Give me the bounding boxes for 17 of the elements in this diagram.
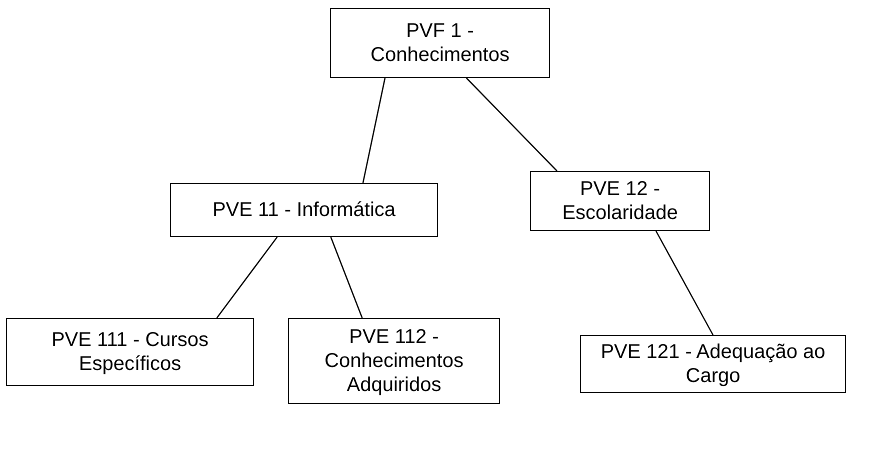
connector-line xyxy=(216,236,278,318)
connector-line xyxy=(330,236,363,318)
connector-line xyxy=(655,230,714,336)
process-box xyxy=(6,318,254,386)
process-box xyxy=(530,171,710,231)
node-label: PVF 1 - Conhecimentos xyxy=(370,19,510,67)
process-box xyxy=(580,335,846,393)
node-label: PVE 12 - Escolaridade xyxy=(561,177,679,225)
process-box xyxy=(330,8,550,78)
node-label: PVE 112 - Conhecimentos Adquiridos xyxy=(324,325,464,397)
node-label: PVE 121 - Adequação ao Cargo xyxy=(600,340,826,388)
process-box xyxy=(288,318,500,404)
process-box xyxy=(170,183,438,237)
connector-line xyxy=(362,78,386,184)
node-label: PVE 111 - Cursos Específicos xyxy=(50,328,210,376)
node-label: PVE 11 - Informática xyxy=(212,198,396,222)
connector-line xyxy=(466,78,558,172)
